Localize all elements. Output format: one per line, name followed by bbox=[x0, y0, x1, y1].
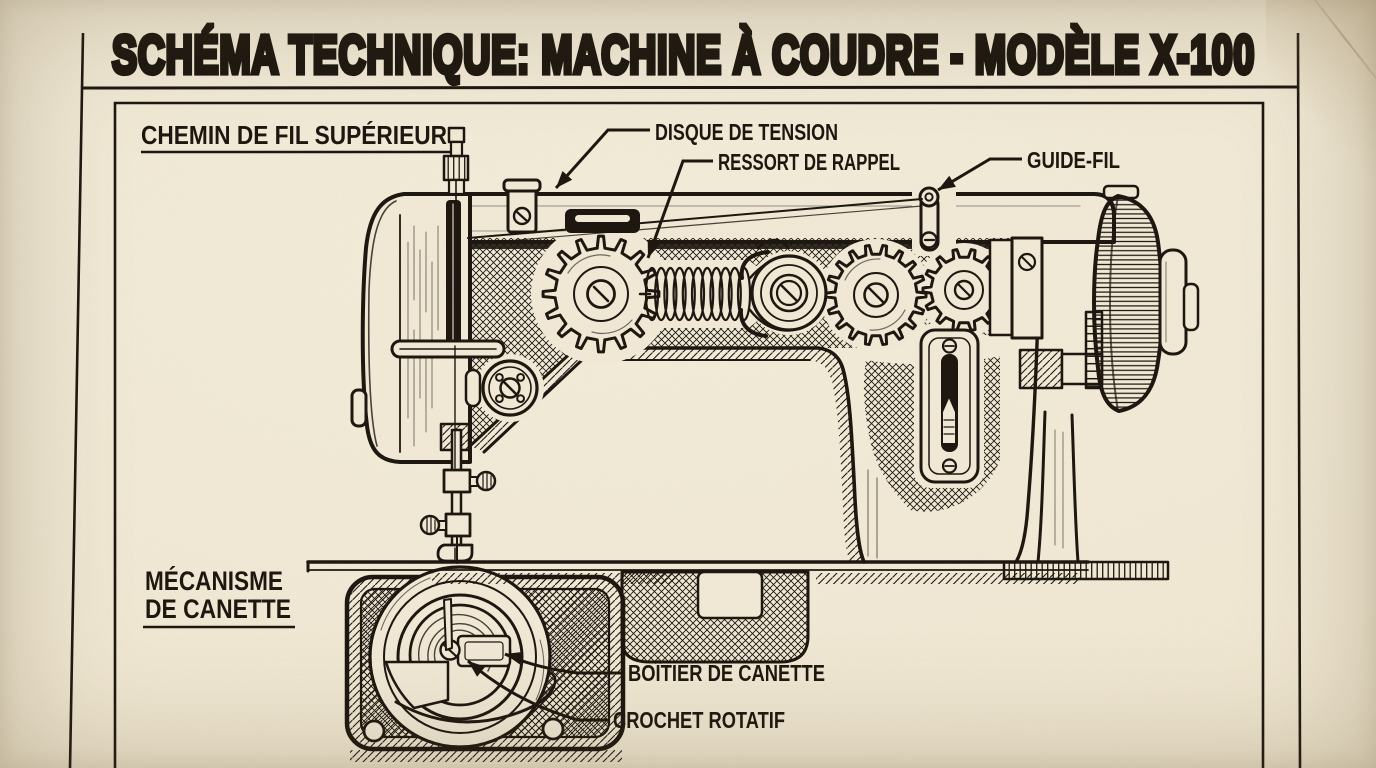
paper-grain bbox=[0, 0, 1376, 768]
schematic-canvas: SCHÉMA TECHNIQUE: MACHINE À COUDRE - MOD… bbox=[0, 0, 1376, 768]
blueprint-poster: SCHÉMA TECHNIQUE: MACHINE À COUDRE - MOD… bbox=[0, 0, 1376, 768]
